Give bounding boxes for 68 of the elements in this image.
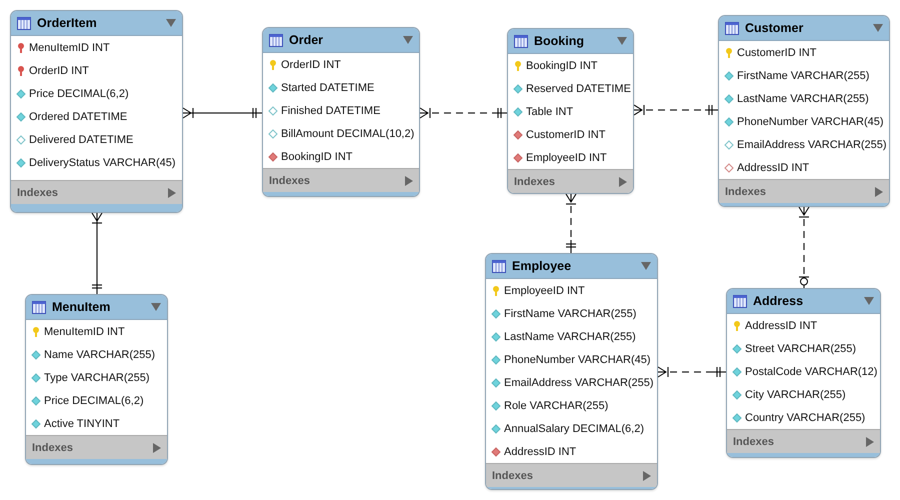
column-name: DeliveryStatus VARCHAR(45) [29, 156, 176, 168]
indexes-label: Indexes [725, 186, 767, 198]
column-name: EmailAddress VARCHAR(255) [737, 138, 887, 150]
column-name: OrderID INT [281, 58, 341, 70]
table-card [726, 288, 881, 458]
table-name: Customer [745, 21, 804, 35]
table-name: Order [289, 33, 324, 47]
column-name: Active TINYINT [44, 418, 120, 430]
indexes-label: Indexes [492, 470, 534, 482]
relationship-line [634, 104, 718, 116]
column-name: PostalCode VARCHAR(12) [745, 366, 878, 378]
column-name: BookingID INT [526, 60, 598, 72]
column-name: LastName VARCHAR(255) [504, 330, 636, 342]
relationship-line [420, 108, 508, 118]
column-name: Street VARCHAR(255) [745, 342, 856, 354]
column-name: AnnualSalary DECIMAL(6,2) [504, 422, 644, 434]
column-name: EmailAddress VARCHAR(255) [504, 376, 654, 388]
column-name: Ordered DATETIME [29, 110, 128, 122]
column-name: Country VARCHAR(255) [745, 412, 866, 424]
column-name: CustomerID INT [737, 46, 816, 58]
indexes-label: Indexes [269, 174, 311, 186]
indexes-label: Indexes [514, 176, 556, 188]
table-card [507, 28, 634, 194]
table-card [262, 27, 420, 197]
table-name: Booking [534, 34, 585, 48]
table-name: Address [753, 294, 804, 308]
column-name: Price DECIMAL(6,2) [44, 394, 144, 406]
column-name: BillAmount DECIMAL(10,2) [281, 128, 414, 140]
column-name: LastName VARCHAR(255) [737, 92, 869, 104]
column-name: AddressID INT [737, 162, 810, 174]
relationship-line [566, 194, 576, 254]
relationship-line [182, 108, 262, 118]
column-name: EmployeeID INT [526, 152, 607, 164]
table-card [10, 10, 183, 213]
column-name: City VARCHAR(255) [745, 388, 846, 400]
column-name: OrderID INT [29, 64, 89, 76]
indexes-label: Indexes [17, 186, 59, 198]
column-name: Finished DATETIME [281, 104, 380, 116]
column-name: FirstName VARCHAR(255) [737, 70, 870, 82]
column-name: Name VARCHAR(255) [44, 348, 156, 360]
table-name: OrderItem [37, 16, 98, 30]
column-name: MenuItemID INT [44, 326, 125, 338]
column-name: CustomerID INT [526, 128, 606, 140]
column-name: Price DECIMAL(6,2) [29, 88, 129, 100]
column-name: PhoneNumber VARCHAR(45) [737, 116, 884, 128]
relationship-line [658, 366, 726, 378]
column-name: EmployeeID INT [504, 284, 585, 296]
column-name: Delivered DATETIME [29, 134, 134, 146]
column-name: FirstName VARCHAR(255) [504, 308, 636, 320]
column-name: MenuItemID INT [29, 42, 110, 54]
table-card [718, 15, 890, 207]
table-card [485, 253, 658, 490]
column-name: Role VARCHAR(255) [504, 400, 608, 412]
column-name: AddressID INT [745, 320, 818, 332]
table-card [25, 294, 168, 465]
column-name: PhoneNumber VARCHAR(45) [504, 354, 651, 366]
column-name: AddressID INT [504, 446, 576, 458]
column-name: BookingID INT [281, 150, 353, 162]
indexes-label: Indexes [32, 442, 74, 454]
table-name: MenuItem [52, 300, 112, 314]
relationship-line [92, 212, 102, 294]
column-name: Started DATETIME [281, 82, 374, 94]
column-name: Reserved DATETIME [526, 82, 631, 94]
table-name: Employee [512, 259, 572, 273]
column-name: Table INT [526, 106, 574, 118]
column-name: Type VARCHAR(255) [44, 372, 150, 384]
indexes-label: Indexes [733, 436, 775, 448]
relationship-line [798, 206, 810, 288]
